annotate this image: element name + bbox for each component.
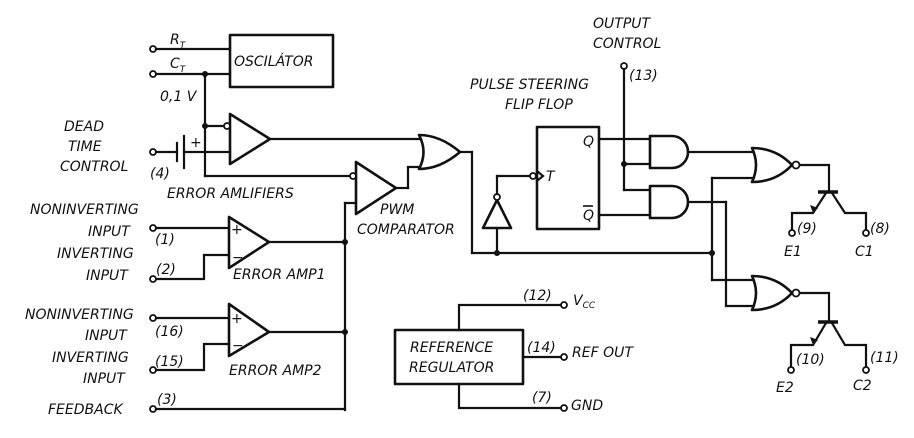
dtc-invert-bubble bbox=[223, 122, 231, 130]
ff-q-label: Q bbox=[583, 134, 594, 150]
oscillator-block bbox=[228, 33, 335, 89]
c1-terminal bbox=[862, 229, 870, 237]
c2-pin: (11) bbox=[870, 350, 899, 366]
inv2-pin: (15) bbox=[155, 354, 184, 370]
vcc-pin: (12) bbox=[523, 288, 552, 304]
error-amp1-label: ERROR AMP1 bbox=[233, 267, 326, 283]
gnd-wire bbox=[457, 382, 563, 410]
control-label: CONTROL bbox=[60, 159, 128, 175]
dtc-pin-label: (4) bbox=[150, 166, 170, 182]
inv2-input-label: INPUT bbox=[83, 371, 126, 387]
error-amp2-label: ERROR AMP2 bbox=[229, 363, 322, 379]
ea1-minus: − bbox=[232, 250, 244, 266]
dead-label: DEAD bbox=[64, 119, 104, 135]
pwm-label: PWM bbox=[380, 202, 414, 218]
feedback-label: FEEDBACK bbox=[48, 402, 124, 418]
feedback-pin: (3) bbox=[157, 392, 177, 408]
and-gate-2 bbox=[648, 184, 690, 220]
rt-label: RT bbox=[170, 32, 187, 51]
dtc-voltage-label: 0,1 V bbox=[160, 89, 198, 105]
ea2-junction bbox=[342, 329, 348, 335]
refout-label: REF OUT bbox=[572, 345, 634, 361]
ff-qbar-label: Q bbox=[583, 208, 594, 224]
q2-collector bbox=[830, 321, 868, 369]
vcc-wire bbox=[457, 303, 563, 332]
output-label: OUTPUT bbox=[593, 16, 652, 32]
oscillator-label: OSCILÁTOR bbox=[234, 53, 313, 70]
inverter bbox=[481, 198, 513, 230]
c1-pin: (8) bbox=[870, 221, 890, 237]
gnd-pin: (7) bbox=[532, 390, 552, 406]
ea1-plus: + bbox=[231, 222, 243, 238]
error-amp-1 bbox=[227, 215, 271, 270]
pwm-invert-bubble bbox=[349, 172, 357, 180]
or-gate bbox=[417, 133, 462, 171]
pulse-steering-label: PULSE STEERING bbox=[470, 77, 589, 93]
gnd-terminal bbox=[560, 404, 568, 412]
flip-flop-block bbox=[535, 125, 601, 231]
noninv1-label: NONINVERTING bbox=[30, 202, 139, 218]
refout-pin: (14) bbox=[527, 340, 556, 356]
e2-pin: (10) bbox=[796, 352, 825, 368]
control-label-2: CONTROL bbox=[593, 36, 661, 52]
noninv1-input-label: INPUT bbox=[88, 224, 131, 240]
nor-gate-1 bbox=[750, 146, 794, 184]
error-amp-2 bbox=[227, 302, 271, 358]
ff-clock-triangle bbox=[535, 169, 545, 183]
flip-flop-label: FLIP FLOP bbox=[505, 97, 573, 113]
e1-label: E1 bbox=[784, 244, 802, 260]
reference-label: REFERENCE bbox=[410, 340, 493, 356]
q1-emitter bbox=[790, 191, 828, 232]
refout-terminal bbox=[560, 353, 568, 361]
ct-label: CT bbox=[170, 56, 187, 75]
error-amplifiers-label: ERROR AMLIFIERS bbox=[167, 186, 294, 202]
output-control-pin: (13) bbox=[629, 68, 658, 84]
and-gate-1 bbox=[648, 134, 690, 170]
inv1-label: INVERTING bbox=[57, 246, 134, 262]
nor-gate-2 bbox=[750, 274, 794, 312]
inv1-wire bbox=[154, 253, 231, 281]
q2-emitter bbox=[789, 321, 828, 369]
inv1-pin: (2) bbox=[156, 262, 176, 278]
e1-pin: (9) bbox=[797, 221, 817, 237]
c2-label: C2 bbox=[853, 378, 872, 394]
c2-terminal bbox=[862, 366, 870, 374]
dead-time-comparator bbox=[228, 112, 272, 166]
inv1-input-label: INPUT bbox=[86, 268, 129, 284]
q1-emitter-arrow bbox=[810, 205, 818, 213]
q2-base-wire bbox=[798, 291, 831, 323]
time-label: TIME bbox=[68, 139, 102, 155]
c1-label: C1 bbox=[855, 244, 874, 260]
or-bus-junction bbox=[709, 250, 715, 256]
noninv1-pin: (1) bbox=[155, 232, 175, 248]
nor2-bubble bbox=[791, 288, 801, 298]
noninv2-label: NONINVERTING bbox=[25, 307, 134, 323]
e2-label: E2 bbox=[776, 380, 794, 396]
inv2-label: INVERTING bbox=[52, 350, 129, 366]
ea2-minus: − bbox=[232, 338, 244, 354]
ea1-junction bbox=[342, 239, 348, 245]
e1-terminal bbox=[788, 229, 796, 237]
ff-t-label: T bbox=[546, 169, 556, 185]
regulator-label: REGULATOR bbox=[409, 360, 494, 376]
battery-plus: + bbox=[190, 135, 202, 151]
e2-terminal bbox=[787, 366, 795, 374]
ff-clock-bubble bbox=[529, 172, 537, 180]
q2-emitter-arrow bbox=[810, 337, 818, 345]
noninv2-input-label: INPUT bbox=[85, 328, 128, 344]
vcc-terminal bbox=[560, 301, 568, 309]
q1-base-wire bbox=[798, 163, 831, 193]
vcc-label: VCC bbox=[573, 293, 596, 311]
gnd-label: GND bbox=[571, 398, 603, 414]
nor1-bubble bbox=[791, 160, 801, 170]
comparator-label: COMPARATOR bbox=[357, 222, 455, 238]
ea2-plus: + bbox=[231, 311, 243, 327]
pwm-comparator bbox=[354, 160, 398, 216]
noninv2-pin: (16) bbox=[155, 324, 184, 340]
inv2-wire bbox=[154, 342, 231, 372]
q1-collector bbox=[830, 191, 868, 232]
